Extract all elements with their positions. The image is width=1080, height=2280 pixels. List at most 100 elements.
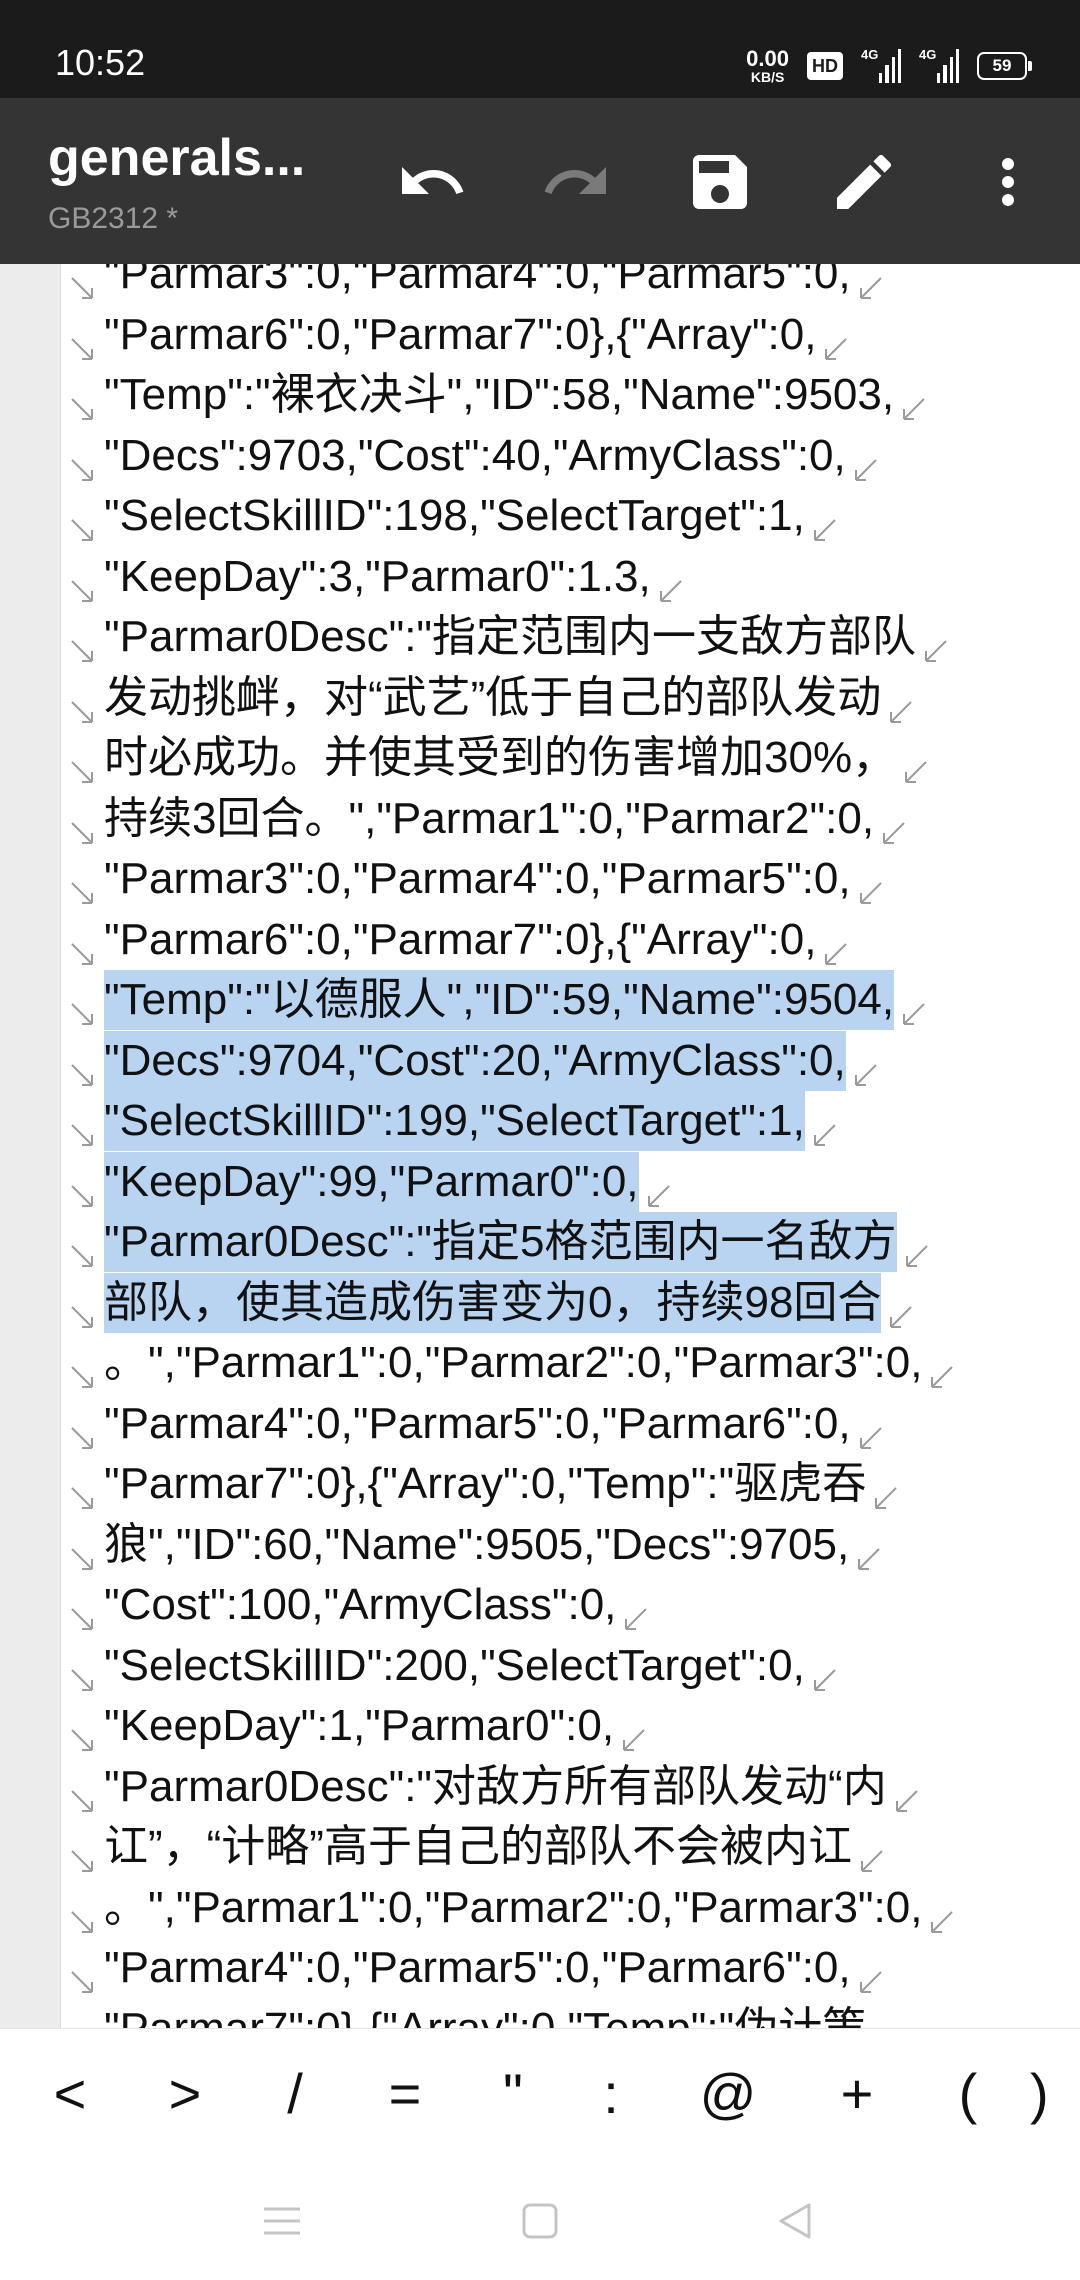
editor-line[interactable]: 狼","ID":60,"Name":9505,"Decs":9705,: [70, 1515, 1080, 1575]
wrap-end-icon: [926, 1892, 956, 1933]
editor-line[interactable]: "Cost":100,"ArmyClass":0,: [70, 1575, 1080, 1635]
editor-line[interactable]: "Parmar0Desc":"指定范围内一支敌方部队: [70, 607, 1080, 667]
line-text: "KeepDay":3,"Parmar0":1.3,: [104, 551, 651, 601]
editor-line[interactable]: "Parmar4":0,"Parmar5":0,"Parmar6":0,: [70, 1938, 1080, 1998]
key-at[interactable]: @: [699, 2061, 757, 2125]
net-speed-value: 0.00: [746, 46, 789, 71]
line-text: "Parmar3":0,"Parmar4":0,"Parmar5":0,: [104, 854, 851, 903]
recent-apps-button[interactable]: [247, 2186, 317, 2256]
wrap-start-icon: [68, 440, 98, 481]
editor-line[interactable]: "Parmar4":0,"Parmar5":0,"Parmar6":0,: [70, 1394, 1080, 1454]
key-double-quote[interactable]: ": [503, 2061, 523, 2125]
signal-network-label: 4G: [919, 47, 937, 62]
key-equals[interactable]: =: [388, 2061, 422, 2125]
symbol-key-bar: < > / = " : @ + ( ): [0, 2028, 1080, 2157]
editor-line[interactable]: "Parmar7":0},{"Array":0,"Temp":"驱虎吞: [70, 1454, 1080, 1514]
editor-line[interactable]: "Parmar3":0,"Parmar4":0,"Parmar5":0,: [70, 264, 1080, 304]
wrap-end-icon: [920, 621, 950, 662]
wrap-start-icon: [68, 379, 98, 420]
editor-line[interactable]: "SelectSkillID":200,"SelectTarget":0,: [70, 1636, 1080, 1696]
line-text: 狼","ID":60,"Name":9505,"Decs":9705,: [104, 1519, 850, 1569]
wrap-end-icon: [850, 1045, 880, 1086]
wrap-start-icon: [68, 984, 98, 1025]
wrap-end-icon: [618, 1710, 648, 1751]
line-text: "KeepDay":1,"Parmar0":0,: [104, 1701, 615, 1750]
file-name-title[interactable]: generals...: [48, 129, 306, 187]
editor-line[interactable]: "Parmar7":0},{"Array":0,"Temp":"伪计策: [70, 1999, 1080, 2029]
editor-line[interactable]: "Parmar0Desc":"指定5格范围内一名敌方: [70, 1212, 1080, 1272]
line-text: "Parmar6":0,"Parmar7":0},{"Array":0,: [104, 309, 817, 359]
wrap-start-icon: [68, 1226, 98, 1267]
editor-line[interactable]: 部队，使其造成伤害变为0，持续98回合: [68, 1272, 1080, 1333]
wrap-start-icon: [68, 742, 98, 783]
editor-line[interactable]: "Parmar0Desc":"对敌方所有部队发动“内: [70, 1757, 1080, 1817]
key-slash[interactable]: /: [287, 2061, 303, 2125]
key-greater-than[interactable]: >: [168, 2061, 202, 2125]
key-colon[interactable]: :: [603, 2061, 619, 2125]
editor-line[interactable]: "KeepDay":1,"Parmar0":0,: [70, 1696, 1080, 1756]
wrap-start-icon: [68, 803, 98, 844]
key-open-paren[interactable]: (: [958, 2061, 978, 2125]
back-button[interactable]: [760, 2186, 830, 2256]
save-icon: [693, 155, 747, 209]
key-less-than[interactable]: <: [53, 2061, 87, 2125]
wrap-start-icon: [68, 500, 98, 541]
editor-line[interactable]: "Temp":"以德服人","ID":59,"Name":9504,: [70, 970, 1080, 1030]
wrap-start-icon: [68, 1166, 98, 1207]
wrap-start-icon: [68, 319, 98, 360]
selected-line-text: "KeepDay":99,"Parmar0":0,: [104, 1151, 639, 1212]
wrap-start-icon: [68, 1347, 98, 1388]
editor-line[interactable]: "Temp":"裸衣决斗","ID":58,"Name":9503,: [70, 365, 1080, 425]
editor-line[interactable]: 讧”，“计略”高于自己的部队不会被内讧: [70, 1817, 1080, 1877]
battery-icon: 59: [977, 52, 1032, 80]
edit-button[interactable]: [820, 138, 908, 226]
line-text: "SelectSkillID":200,"SelectTarget":0,: [104, 1640, 805, 1690]
wrap-end-icon: [643, 1166, 673, 1207]
selected-line-text: "Decs":9704,"Cost":20,"ArmyClass":0,: [104, 1030, 846, 1091]
more-options-button[interactable]: [964, 138, 1052, 226]
editor-line[interactable]: "KeepDay":99,"Parmar0":0,: [68, 1151, 1080, 1212]
editor-line[interactable]: "SelectSkillID":199,"SelectTarget":1,: [70, 1091, 1080, 1151]
wrap-start-icon: [68, 1468, 98, 1509]
editor-line[interactable]: "Decs":9704,"Cost":20,"ArmyClass":0,: [70, 1030, 1080, 1091]
wrap-end-icon: [820, 319, 850, 360]
editor-line[interactable]: "Decs":9703,"Cost":40,"ArmyClass":0,: [70, 426, 1080, 486]
editor-line[interactable]: 发动挑衅，对“武艺”低于自己的部队发动: [70, 668, 1080, 728]
undo-button[interactable]: [388, 138, 476, 226]
line-text: 持续3回合。","Parmar1":0,"Parmar2":0,: [104, 793, 875, 843]
signal-strength-icon: 4G: [919, 47, 959, 83]
wrap-start-icon: [68, 1892, 98, 1933]
wrap-end-icon: [900, 742, 930, 783]
hd-voice-icon: HD: [807, 52, 843, 80]
wrap-end-icon: [655, 561, 685, 602]
editor-line[interactable]: "Parmar3":0,"Parmar4":0,"Parmar5":0,: [70, 849, 1080, 909]
wrap-start-icon: [68, 1952, 98, 1993]
wrap-end-icon: [855, 1952, 885, 1993]
wrap-end-icon: [853, 1529, 883, 1570]
wrap-start-icon: [68, 1771, 98, 1812]
editor-line[interactable]: 。","Parmar1":0,"Parmar2":0,"Parmar3":0,: [70, 1878, 1080, 1938]
key-close-paren[interactable]: ): [1030, 2061, 1049, 2125]
selected-line-text: "Temp":"以德服人","ID":59,"Name":9504,: [104, 970, 895, 1030]
line-text: "Parmar4":0,"Parmar5":0,"Parmar6":0,: [104, 1943, 851, 1992]
save-button[interactable]: [676, 138, 764, 226]
key-plus[interactable]: +: [840, 2061, 874, 2125]
signal-network-label: 4G: [861, 47, 879, 62]
home-button[interactable]: [505, 2186, 575, 2256]
editor-line[interactable]: 时必成功。并使其受到的伤害增加30%，: [70, 728, 1080, 788]
editor-line[interactable]: "KeepDay":3,"Parmar0":1.3,: [70, 547, 1080, 607]
editor-line[interactable]: "Parmar6":0,"Parmar7":0},{"Array":0,: [70, 305, 1080, 365]
wrap-start-icon: [68, 1105, 98, 1146]
editor-line[interactable]: "SelectSkillID":198,"SelectTarget":1,: [70, 486, 1080, 546]
wrap-end-icon: [885, 1287, 915, 1328]
line-text: 讧”，“计略”高于自己的部队不会被内讧: [104, 1822, 852, 1871]
redo-button[interactable]: [532, 138, 620, 226]
text-editor[interactable]: "Parmar3":0,"Parmar4":0,"Parmar5":0, "Par…: [0, 264, 1080, 2028]
wrap-start-icon: [68, 1287, 98, 1328]
wrap-start-icon: [68, 1831, 98, 1872]
editor-line[interactable]: "Parmar6":0,"Parmar7":0},{"Array":0,: [70, 910, 1080, 970]
editor-line[interactable]: 。","Parmar1":0,"Parmar2":0,"Parmar3":0,: [70, 1333, 1080, 1393]
net-speed-indicator: 0.00 KB/S: [746, 46, 789, 85]
editor-line[interactable]: 持续3回合。","Parmar1":0,"Parmar2":0,: [70, 789, 1080, 849]
line-text: "Parmar7":0},{"Array":0,"Temp":"伪计策: [104, 2003, 867, 2029]
